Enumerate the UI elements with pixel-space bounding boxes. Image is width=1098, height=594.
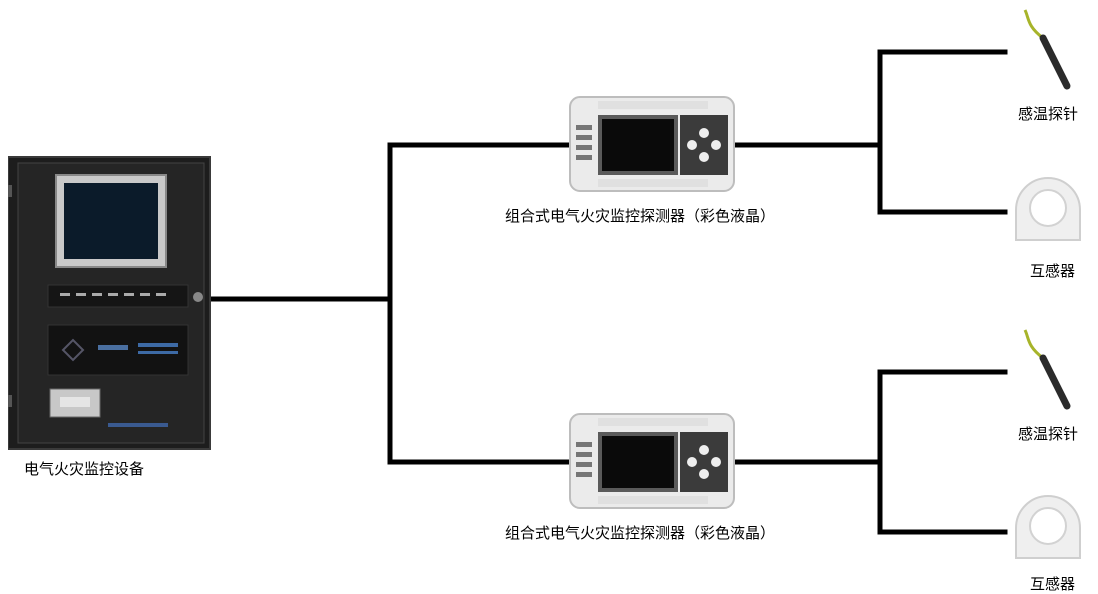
monitoring-cabinet xyxy=(8,156,211,450)
temperature-probe-2 xyxy=(1023,329,1071,410)
current-transformer-1 xyxy=(1015,177,1081,241)
current-transformer-2 xyxy=(1015,495,1081,559)
ct-2-label: 互感器 xyxy=(1030,575,1076,593)
probe-2-label: 感温探针 xyxy=(1018,425,1079,443)
probe-1-label: 感温探针 xyxy=(1018,105,1079,123)
temperature-probe-1 xyxy=(1023,9,1071,90)
detector-1-label: 组合式电气火灾监控探测器（彩色液晶） xyxy=(505,207,776,225)
detector-1-device xyxy=(569,96,735,192)
main-device-label: 电气火灾监控设备 xyxy=(24,460,145,478)
ct-1-label: 互感器 xyxy=(1030,262,1076,280)
detector-2-label: 组合式电气火灾监控探测器（彩色液晶） xyxy=(505,524,776,542)
detector-2-device xyxy=(569,413,735,509)
